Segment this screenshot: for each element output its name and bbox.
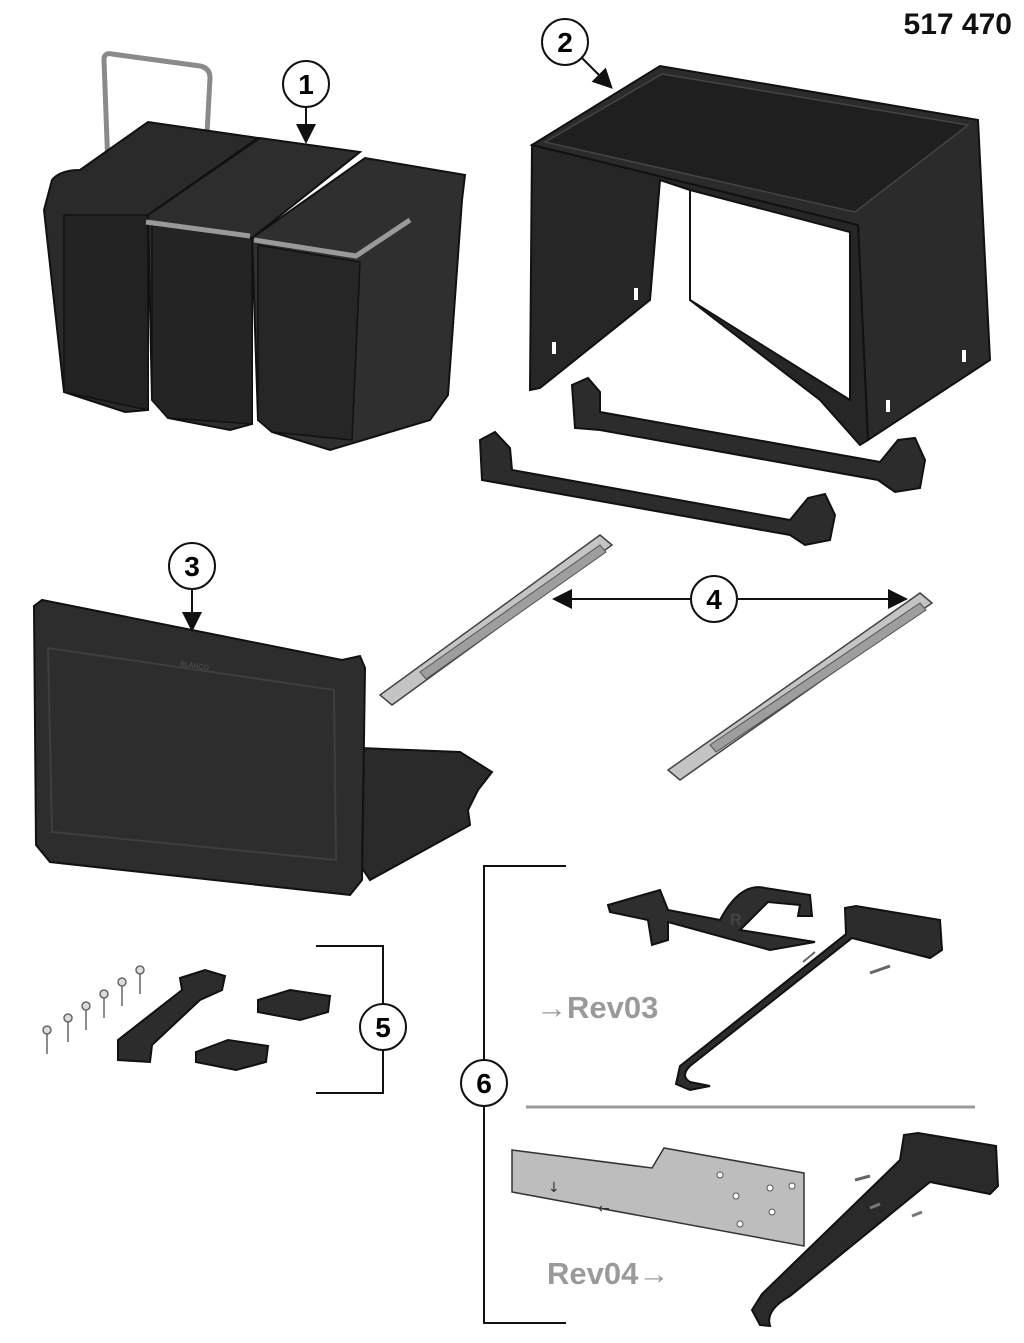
frame-cross-bar-icon	[478, 376, 927, 547]
callout-3: 3	[168, 542, 216, 632]
frame-housing-icon	[528, 64, 992, 447]
callout-1: 1	[282, 60, 330, 144]
svg-text:R: R	[730, 912, 742, 929]
mounting-brackets-icon: R	[606, 886, 944, 1092]
svg-text:BLANCO: BLANCO	[180, 661, 210, 672]
svg-text:1: 1	[298, 69, 314, 100]
callout-6: 6	[460, 1059, 508, 1107]
revision-label-rev03: →Rev03	[536, 990, 659, 1025]
svg-text:←: ←	[598, 1201, 610, 1217]
svg-text:2: 2	[557, 27, 573, 58]
callout-2: 2	[541, 18, 613, 89]
revision-label-rev04: Rev04→	[547, 1256, 670, 1291]
svg-text:4: 4	[706, 584, 722, 615]
part-number: 517 470	[903, 8, 1012, 41]
svg-text:6: 6	[476, 1068, 492, 1099]
svg-text:3: 3	[184, 551, 200, 582]
drawer-rails-icon	[378, 534, 934, 781]
front-panel-drawer-icon: BLANCO	[32, 598, 494, 897]
svg-text:5: 5	[375, 1012, 391, 1043]
callout-5: 5	[359, 1003, 407, 1051]
mounting-bracket-rev04-icon	[750, 1131, 1000, 1328]
mounting-plate-icon: ↓ ←	[511, 1147, 805, 1247]
svg-text:↓: ↓	[548, 1180, 560, 1196]
callout-4: 4	[552, 575, 908, 623]
screws-and-pads-icon	[42, 965, 332, 1072]
waste-bins-icon	[42, 51, 467, 452]
